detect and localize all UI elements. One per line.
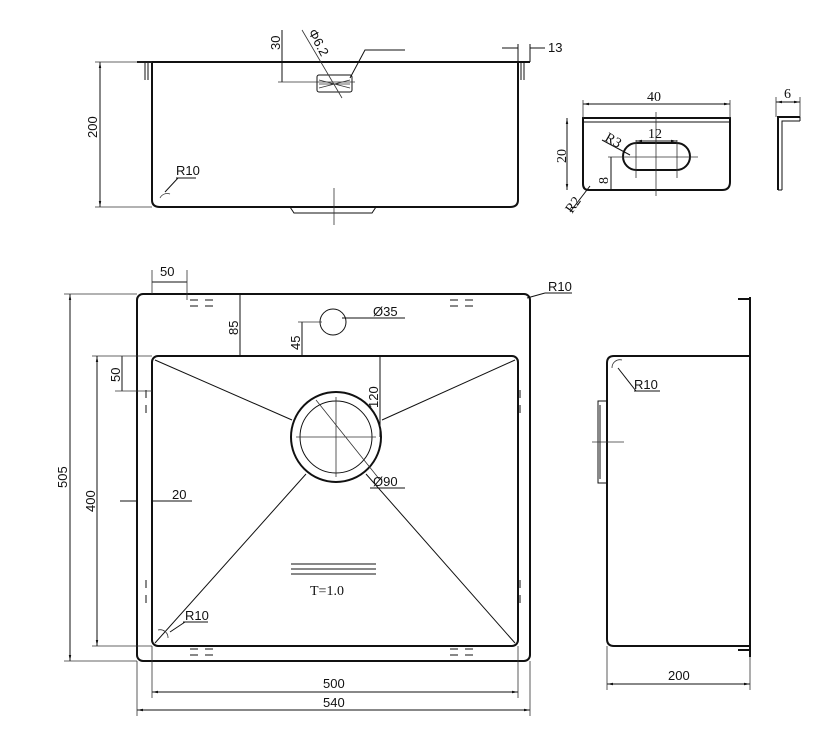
dim-clip-offset: 50 bbox=[108, 368, 123, 382]
dim-bracket-length: 40 bbox=[647, 90, 661, 105]
dim-bracket-height: 20 bbox=[555, 149, 570, 163]
dim-faucet-hole: Ø35 bbox=[373, 304, 398, 319]
dim-inner-depth: 400 bbox=[83, 490, 98, 512]
dim-slot-length: 12 bbox=[648, 127, 662, 142]
label-top-radius: R10 bbox=[176, 163, 200, 178]
overflow-icon bbox=[316, 74, 353, 93]
side-view: R10 200 bbox=[592, 297, 751, 690]
bracket-detail: 40 20 12 R3 8 R2 6 bbox=[555, 87, 801, 216]
label-side-radius: R10 bbox=[634, 377, 658, 392]
dim-side-depth: 200 bbox=[668, 668, 690, 683]
dim-inner-width: 500 bbox=[323, 676, 345, 691]
label-outer-radius: R10 bbox=[548, 279, 572, 294]
plan-view: 50 85 Ø35 45 Ø35 R10 120 Ø90 50 505 400 … bbox=[55, 264, 572, 716]
dim-rim: 20 bbox=[172, 487, 186, 502]
dim-overflow-offset: 30 bbox=[268, 36, 283, 50]
dim-faucet-center-value: 45 bbox=[288, 336, 303, 350]
dim-top-depth: 200 bbox=[85, 116, 100, 138]
thickness-label: T=1.0 bbox=[310, 584, 344, 599]
dim-slot-radius: R3 bbox=[602, 130, 624, 151]
dim-faucet-offset-y: 85 bbox=[226, 321, 241, 335]
dim-outer-width: 540 bbox=[323, 695, 345, 710]
dim-bracket-flange: 6 bbox=[784, 87, 791, 102]
dim-drain-offset: 120 bbox=[366, 386, 381, 408]
dim-outer-depth: 505 bbox=[55, 466, 70, 488]
top-section-view: 200 30 Φ6.2 R10 13 bbox=[85, 26, 562, 225]
dim-flange-width: 13 bbox=[548, 40, 562, 55]
label-inner-radius: R10 bbox=[185, 608, 209, 623]
faucet-hole-icon bbox=[319, 308, 347, 336]
dim-slot-offset: 8 bbox=[597, 177, 612, 184]
dim-drain-dia: Ø90 bbox=[373, 474, 398, 489]
dim-faucet-offset-x: 50 bbox=[160, 264, 174, 279]
